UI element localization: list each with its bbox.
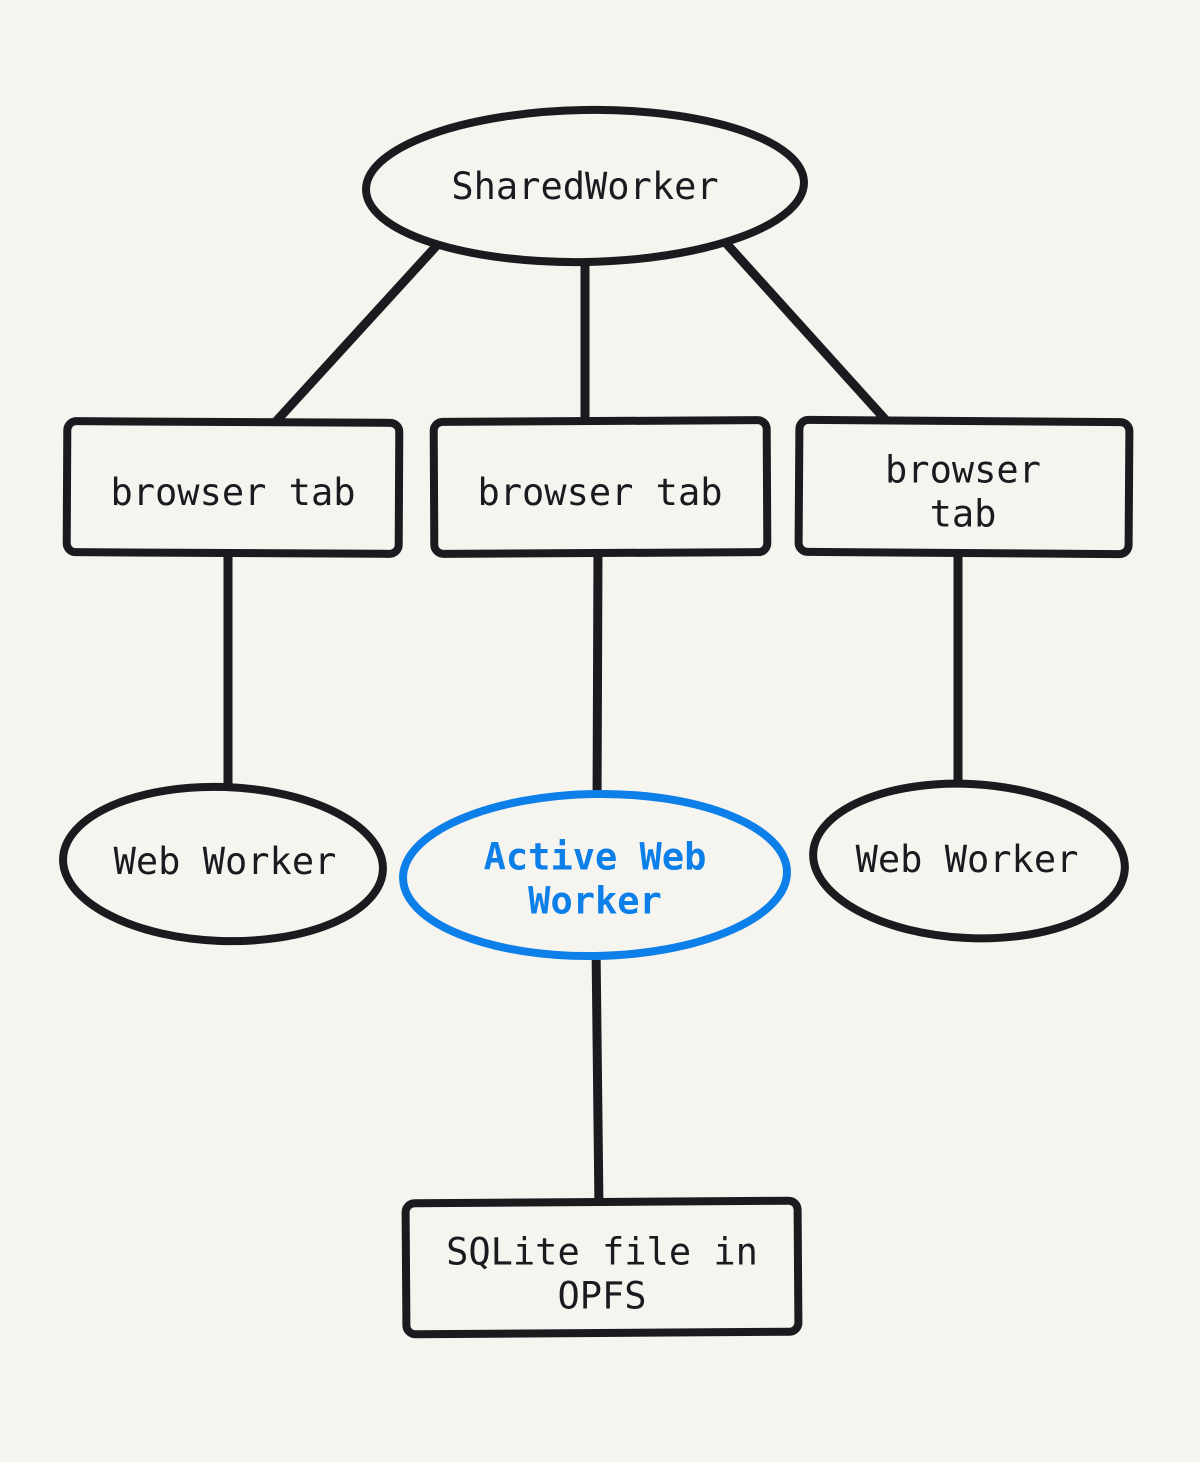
web-worker-label-right: Web Worker bbox=[855, 837, 1079, 881]
edge-sharedworker-tab1 bbox=[265, 237, 445, 433]
browser-tab-node-3 bbox=[794, 415, 1134, 559]
browser-tab-label-1: browser tab bbox=[110, 470, 356, 514]
shared-worker-node bbox=[362, 105, 808, 267]
sqlite-file-node bbox=[401, 1196, 803, 1339]
browser-tab-label-3: browser tab bbox=[885, 448, 1041, 536]
web-worker-node-right bbox=[809, 779, 1129, 943]
active-web-worker-label: Active Web Worker bbox=[483, 835, 707, 923]
browser-tab-label-2: browser tab bbox=[477, 470, 723, 514]
edge-sharedworker-tab3 bbox=[720, 237, 898, 433]
web-worker-label-left: Web Worker bbox=[113, 839, 337, 883]
browser-tab-node-1 bbox=[62, 417, 404, 558]
web-worker-node-left bbox=[59, 782, 387, 946]
browser-tab-node-2 bbox=[429, 416, 772, 558]
active-web-worker-node bbox=[399, 789, 791, 961]
edge-tab2-activewebworker bbox=[592, 543, 603, 817]
edge-activewebworker-sqlite bbox=[591, 940, 604, 1215]
sqlite-file-label: SQLite file in OPFS bbox=[446, 1230, 758, 1318]
shared-worker-label: SharedWorker bbox=[451, 164, 719, 208]
